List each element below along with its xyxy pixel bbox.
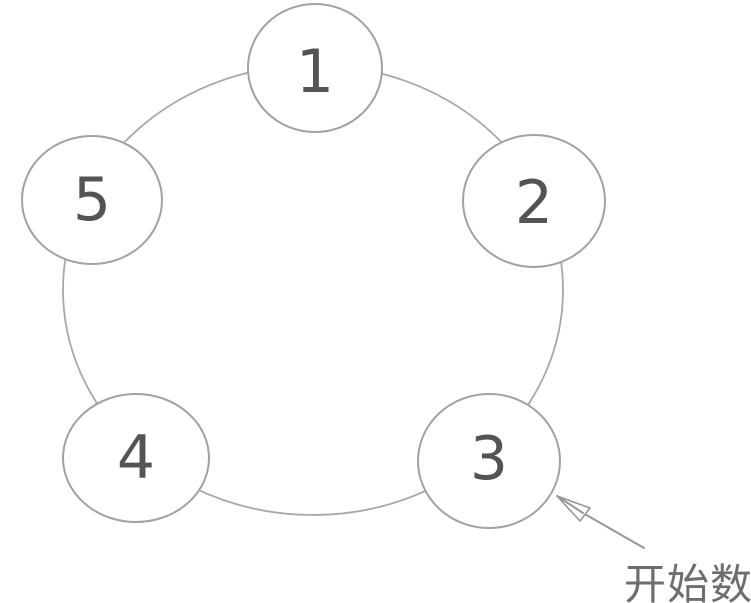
start-count-label: 开始数: [624, 561, 751, 603]
arrow-shaft-line: [582, 512, 645, 549]
node-number-2: 2: [515, 168, 553, 238]
node-number-5: 5: [73, 165, 111, 235]
node-4: 4: [62, 393, 210, 523]
node-5: 5: [21, 135, 163, 265]
node-circle-1: [247, 3, 383, 133]
node-circle-2: [462, 134, 606, 268]
node-circle-4: [62, 393, 210, 523]
node-number-1: 1: [296, 37, 334, 107]
node-number-4: 4: [117, 423, 155, 493]
arrow-head-crease: [556, 495, 584, 514]
node-2: 2: [462, 134, 606, 268]
node-circle-5: [21, 135, 163, 265]
node-circle-3: [417, 393, 561, 529]
node-number-3: 3: [470, 424, 508, 494]
node-3: 3: [417, 393, 561, 529]
node-1: 1: [247, 3, 383, 133]
start-arrow: [556, 495, 645, 549]
